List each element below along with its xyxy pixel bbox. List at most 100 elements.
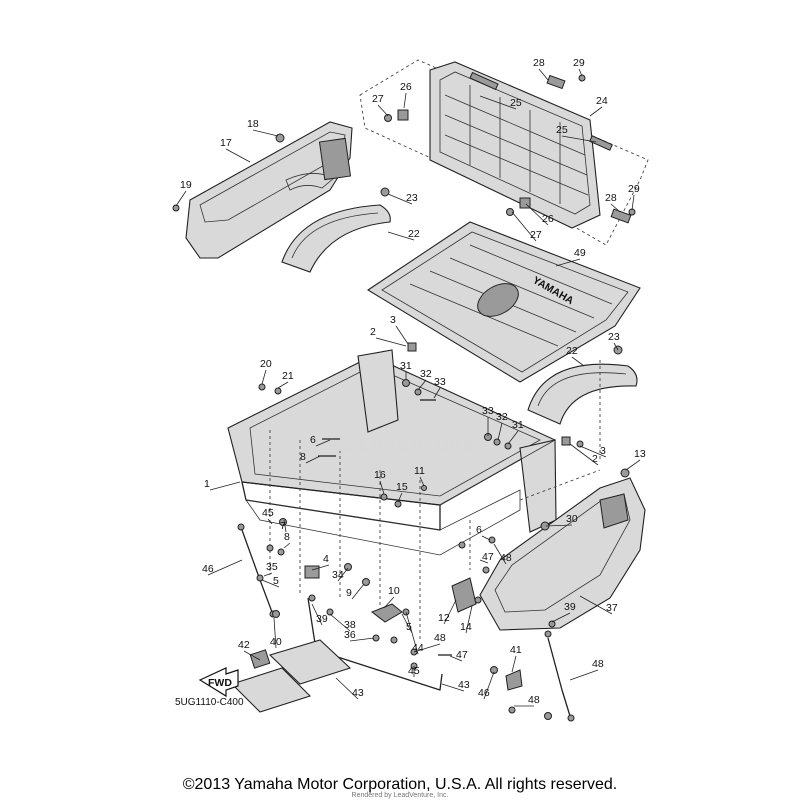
leader-line <box>525 203 549 226</box>
leader-line <box>571 356 585 367</box>
part-callout: 33 <box>434 376 446 388</box>
leader-line <box>337 567 349 582</box>
part-callout: 14 <box>460 621 472 633</box>
part-callout: 11 <box>414 465 425 477</box>
leader-line <box>405 611 419 655</box>
part-callout: 19 <box>180 179 192 191</box>
part-callout: 48 <box>528 694 540 706</box>
part-callout: 35 <box>266 561 278 573</box>
leader-line <box>578 68 583 77</box>
leader-line <box>631 194 635 211</box>
leader-line <box>481 535 491 541</box>
leader-line <box>315 439 331 447</box>
part-callout: 4 <box>323 553 329 565</box>
leader-line <box>387 231 415 241</box>
part-callout: 45 <box>408 665 420 677</box>
leader-lines <box>175 68 641 707</box>
leader-line <box>397 492 403 503</box>
part-callout: 31 <box>400 360 412 372</box>
part-callout: 15 <box>396 481 408 493</box>
part-callout: 25 <box>510 97 522 109</box>
leader-line <box>252 129 279 137</box>
part-callout: 45 <box>262 507 274 519</box>
part-callout: 47 <box>482 551 494 563</box>
part-callout: 1 <box>204 478 210 490</box>
leader-line <box>441 683 465 692</box>
leader-line <box>433 387 441 399</box>
leader-line <box>589 106 603 117</box>
leader-line <box>273 617 277 649</box>
part-callout: 18 <box>247 118 259 130</box>
leader-line <box>417 379 427 391</box>
leader-line <box>387 193 413 205</box>
left-fender-liner <box>281 187 391 273</box>
part-callout: 25 <box>556 124 568 136</box>
leader-line <box>465 605 473 634</box>
right-side-rail <box>479 477 646 631</box>
leader-line <box>329 613 351 632</box>
part-callout: 28 <box>605 192 617 204</box>
label-plates <box>230 639 352 713</box>
part-callout: 32 <box>496 411 508 423</box>
part-callout: 24 <box>596 95 608 107</box>
leader-line <box>569 669 599 681</box>
leader-line <box>379 480 385 495</box>
part-callout: 40 <box>270 636 282 648</box>
leader-line <box>497 422 503 441</box>
rendered-by-notice: Rendered by LeadVenture, Inc. <box>351 792 449 799</box>
part-callout: 30 <box>566 513 578 525</box>
watermark: LEADVENTURE <box>332 438 478 455</box>
part-callout: 8 <box>300 451 306 463</box>
leader-line <box>511 655 517 673</box>
fwd-label: FWD <box>208 677 232 689</box>
leader-line <box>377 104 389 117</box>
leader-line <box>401 613 413 634</box>
part-callout: 37 <box>606 602 618 614</box>
leader-line <box>419 476 425 487</box>
leader-line <box>243 650 261 661</box>
part-callout: 21 <box>282 370 294 382</box>
leader-line <box>545 524 573 527</box>
leader-line <box>449 655 463 662</box>
leader-line <box>311 564 330 571</box>
part-callout: 16 <box>374 469 386 481</box>
part-callout: 13 <box>634 448 646 460</box>
part-callout: 5 <box>273 575 279 587</box>
part-callout: 27 <box>372 93 384 105</box>
leader-line <box>283 542 291 549</box>
part-callout: 32 <box>420 368 432 380</box>
leader-line <box>413 643 441 653</box>
part-callout: 36 <box>344 629 356 641</box>
part-callout: 3 <box>600 445 606 457</box>
part-callout: 20 <box>260 358 272 370</box>
leader-line <box>610 203 621 213</box>
part-callout: 47 <box>456 649 468 661</box>
leader-line <box>225 148 251 163</box>
leader-line <box>277 381 289 389</box>
leader-line <box>483 671 495 700</box>
copyright-notice: ©2013 Yamaha Motor Corporation, U.S.A. A… <box>182 776 618 793</box>
part-callout: 23 <box>406 192 418 204</box>
part-callout: 22 <box>408 228 420 240</box>
leader-line <box>209 481 241 491</box>
part-callout: 27 <box>530 229 542 241</box>
part-callout: 7 <box>280 520 286 532</box>
part-callout: 29 <box>573 57 585 69</box>
leader-line <box>305 455 321 464</box>
part-callout: 46 <box>202 563 214 575</box>
part-callout: 39 <box>564 601 576 613</box>
leader-line <box>283 519 287 533</box>
leader-line <box>261 369 267 385</box>
part-callout: 28 <box>533 57 545 69</box>
leader-line <box>261 579 280 588</box>
part-callout: 6 <box>476 524 482 536</box>
leader-line <box>569 443 599 466</box>
part-callout: 48 <box>434 632 446 644</box>
part-callout: 33 <box>482 405 494 417</box>
leader-line <box>267 518 273 525</box>
left-side-rail <box>172 121 353 259</box>
part-callout: 3 <box>390 314 396 326</box>
bed-mat: YAMAHA <box>366 221 641 383</box>
leader-line <box>507 430 519 445</box>
